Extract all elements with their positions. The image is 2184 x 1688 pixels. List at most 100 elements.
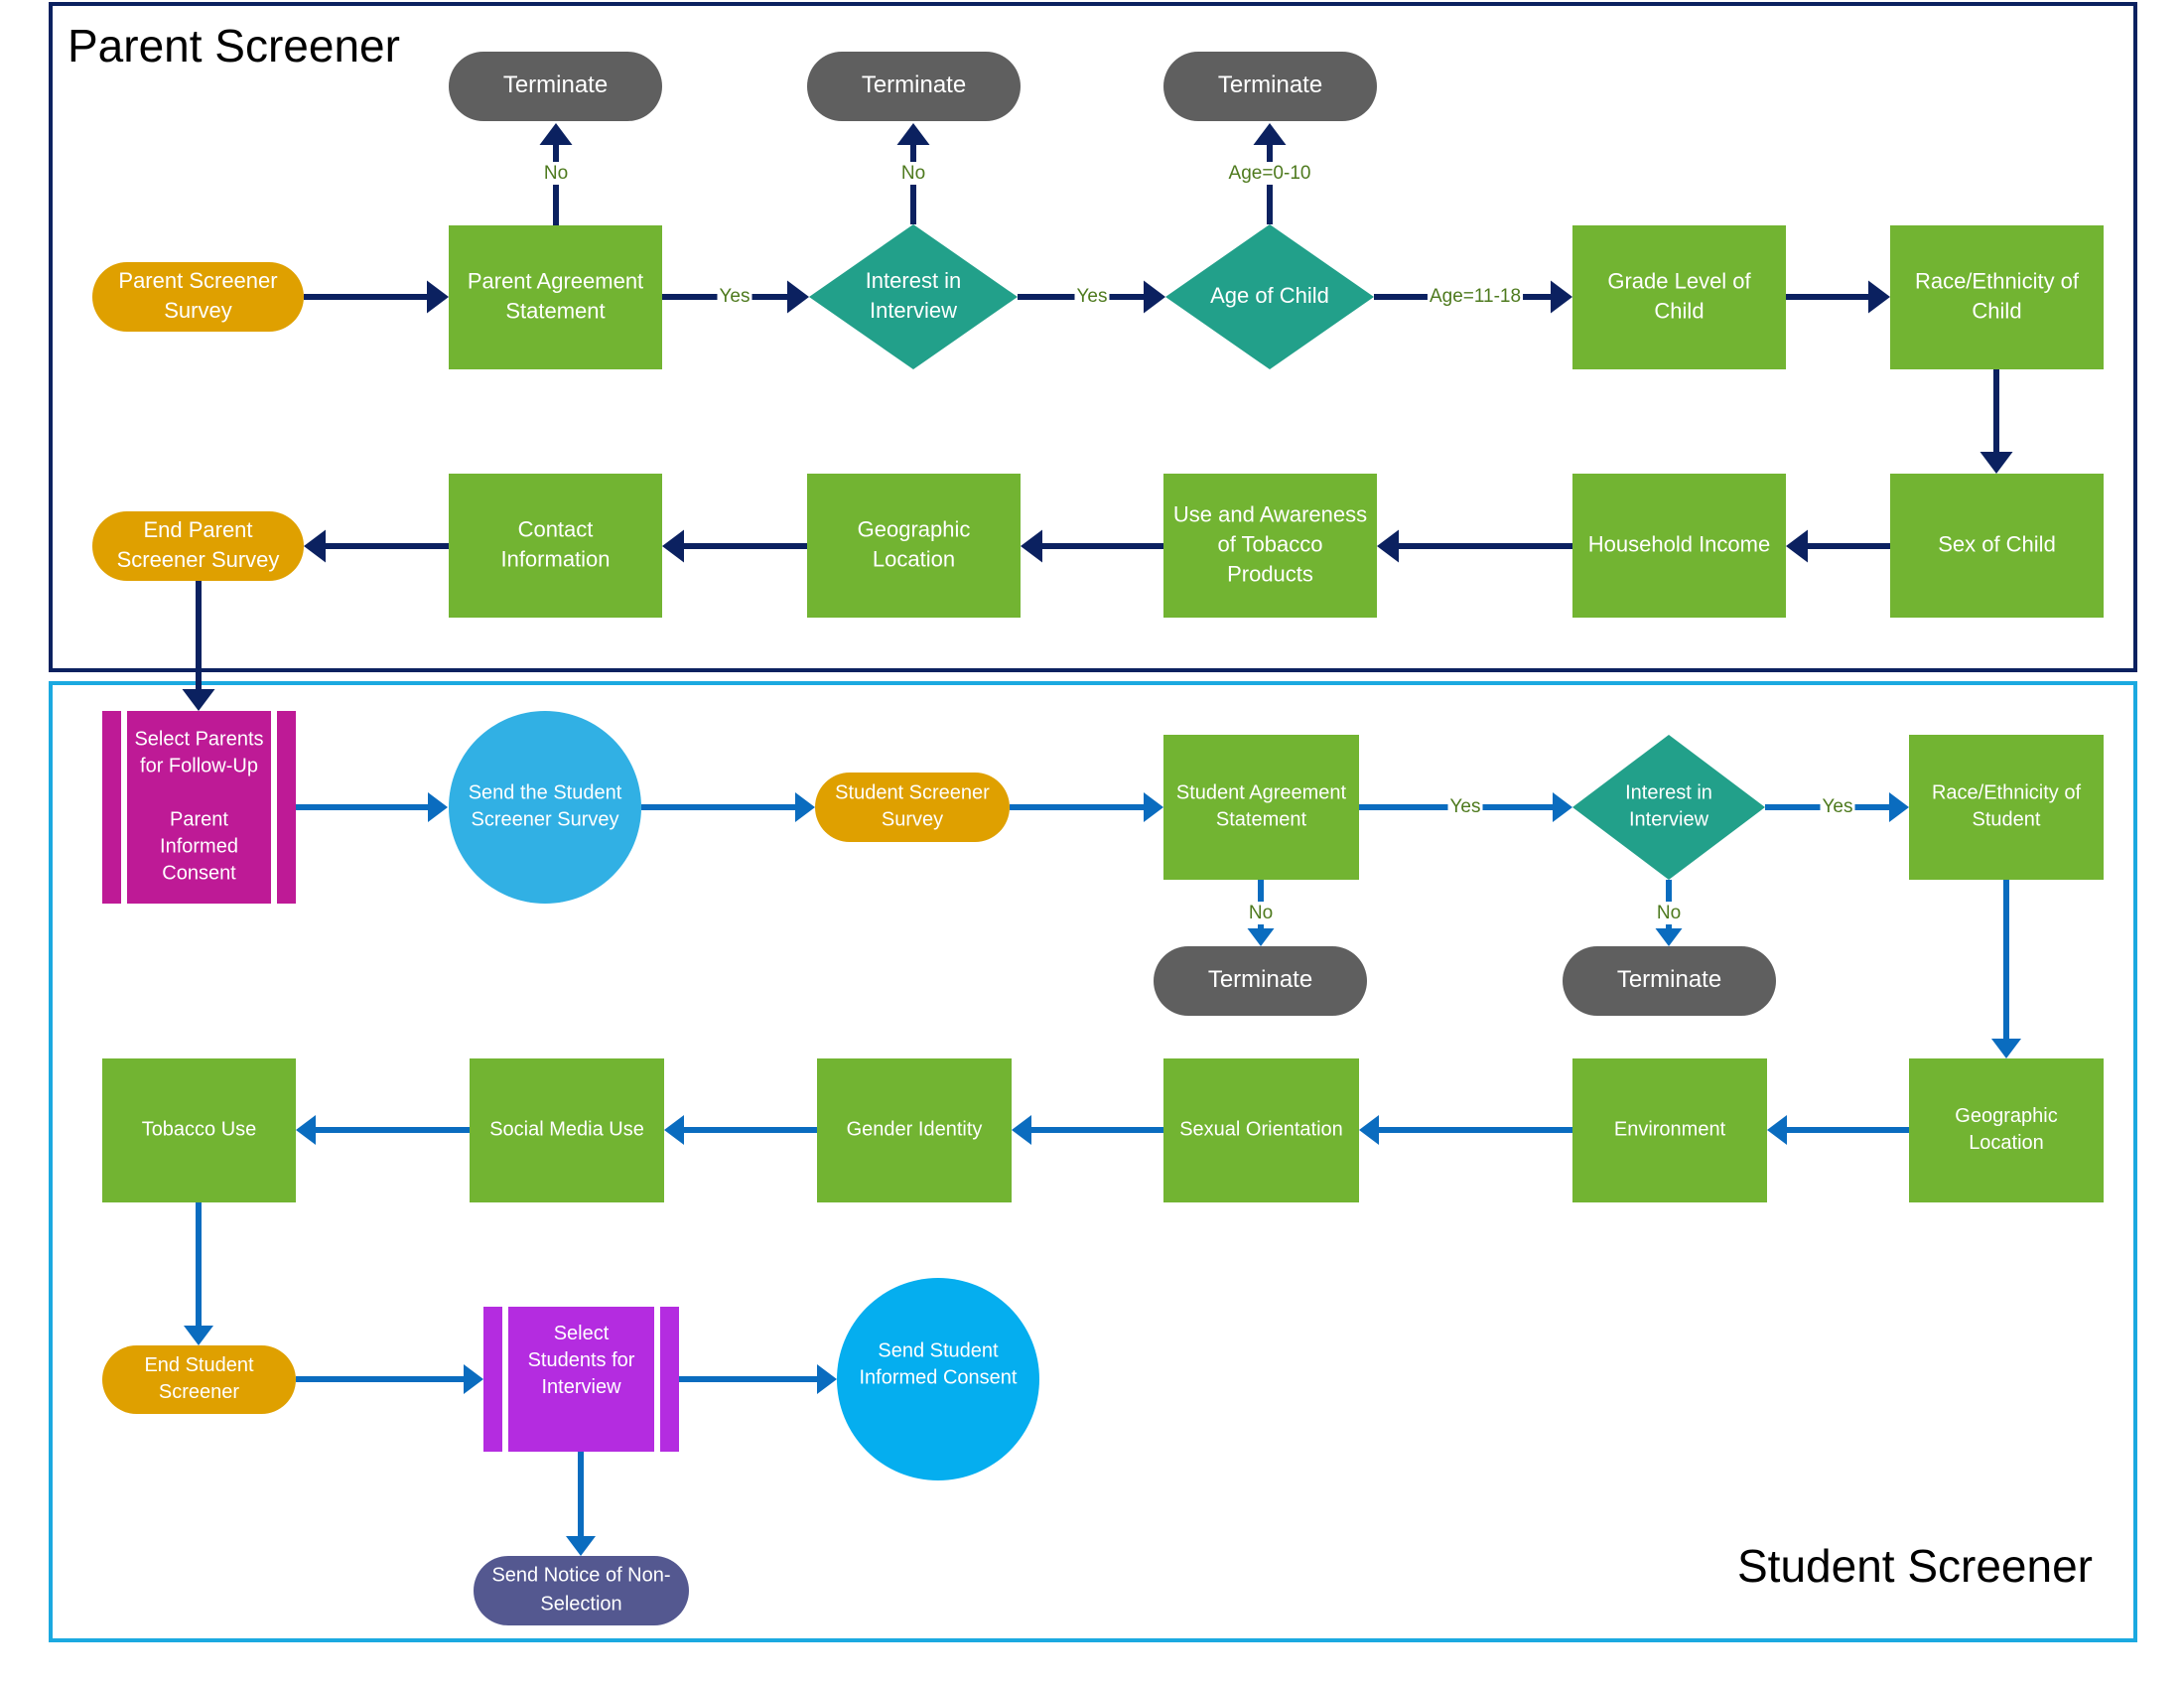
- node-label: Age of Child: [1210, 283, 1329, 308]
- connector-circle: [449, 711, 641, 904]
- edge-start-to-agreement: [304, 280, 449, 314]
- edge-end-to-select-students: [296, 1364, 483, 1394]
- start-end-pill: [92, 511, 304, 581]
- arrowhead: [1655, 928, 1683, 946]
- edge-sex-to-income: [1786, 529, 1890, 563]
- arrowhead: [428, 792, 448, 822]
- edge-grade-to-race: [1786, 280, 1890, 314]
- edge-label-parent-interest-yes: Yes: [1074, 285, 1110, 309]
- student-node-social-media[interactable]: Social Media Use: [470, 1058, 664, 1202]
- edge-send-survey-to-student-start: [641, 792, 815, 822]
- svg-text:Yes: Yes: [1450, 796, 1481, 817]
- start-end-pill: [474, 1556, 689, 1625]
- student-node-gender-identity[interactable]: Gender Identity: [817, 1058, 1012, 1202]
- arrowhead: [464, 1364, 483, 1394]
- decision-diamond: [1165, 224, 1374, 369]
- arrowhead: [1144, 280, 1165, 314]
- arrowhead: [566, 1536, 596, 1556]
- svg-text:Yes: Yes: [720, 286, 751, 307]
- parent-node-terminate-3[interactable]: Terminate: [1163, 52, 1377, 121]
- process-box: [817, 1058, 1012, 1202]
- student-node-non-selection[interactable]: Send Notice of Non-Selection: [474, 1556, 689, 1625]
- arrowhead: [664, 1115, 684, 1145]
- student-node-terminate-1[interactable]: Terminate: [1154, 946, 1367, 1016]
- arrowhead: [427, 280, 449, 314]
- edge-select-parents-to-send-survey: [296, 792, 448, 822]
- arrowhead: [304, 529, 326, 563]
- edge-select-students-to-non-selection: [566, 1452, 596, 1556]
- parent-node-terminate-2[interactable]: Terminate: [807, 52, 1021, 121]
- start-end-pill: [815, 773, 1010, 842]
- terminator-pill: [1154, 946, 1367, 1016]
- start-end-pill: [102, 1345, 296, 1414]
- student-node-tobacco-use[interactable]: Tobacco Use: [102, 1058, 296, 1202]
- svg-text:No: No: [1657, 903, 1681, 923]
- edge-sexual-orientation-to-gender: [1012, 1115, 1163, 1145]
- edge-parent-end-to-select-parents: [182, 581, 215, 711]
- node-label: Terminate: [1218, 71, 1322, 98]
- parent-node-age[interactable]: Age of Child: [1165, 224, 1374, 369]
- student-node-environment[interactable]: Environment: [1572, 1058, 1767, 1202]
- edge-label-parent-interest-no: No: [898, 162, 928, 186]
- edge-race-to-sex: [1979, 369, 2013, 474]
- arrowhead: [296, 1115, 316, 1145]
- parent-section-border: [49, 2, 2137, 672]
- process-box: [470, 1058, 664, 1202]
- edge-income-to-tobacco-awareness: [1377, 529, 1572, 563]
- process-box: [1890, 474, 2104, 618]
- edge-tobacco-to-end: [184, 1202, 213, 1345]
- start-end-pill: [92, 262, 304, 332]
- svg-text:No: No: [544, 163, 568, 184]
- predefined-right-divider: [271, 711, 277, 904]
- terminator-pill: [807, 52, 1021, 121]
- arrowhead: [539, 123, 573, 145]
- decision-diamond: [1572, 735, 1765, 880]
- parent-node-sex[interactable]: Sex of Child: [1890, 474, 2104, 618]
- edge-label-age-11-18: Age=11-18: [1427, 285, 1524, 309]
- node-label: Environment: [1614, 1119, 1726, 1141]
- student-node-sexual-orientation[interactable]: Sexual Orientation: [1163, 1058, 1359, 1202]
- svg-text:Age=11-18: Age=11-18: [1430, 286, 1521, 307]
- edge-label-student-interest-yes: Yes: [1820, 795, 1855, 819]
- student-node-terminate-2[interactable]: Terminate: [1563, 946, 1776, 1016]
- arrowhead: [1979, 452, 2013, 474]
- parent-node-terminate-1[interactable]: Terminate: [449, 52, 662, 121]
- predefined-left-divider: [502, 1307, 508, 1452]
- arrowhead: [1359, 1115, 1379, 1145]
- arrowhead: [182, 689, 215, 711]
- node-label: Household Income: [1588, 531, 1770, 556]
- svg-text:No: No: [901, 163, 925, 184]
- parent-node-income[interactable]: Household Income: [1572, 474, 1786, 618]
- parent-section-title: Parent Screener: [68, 20, 400, 71]
